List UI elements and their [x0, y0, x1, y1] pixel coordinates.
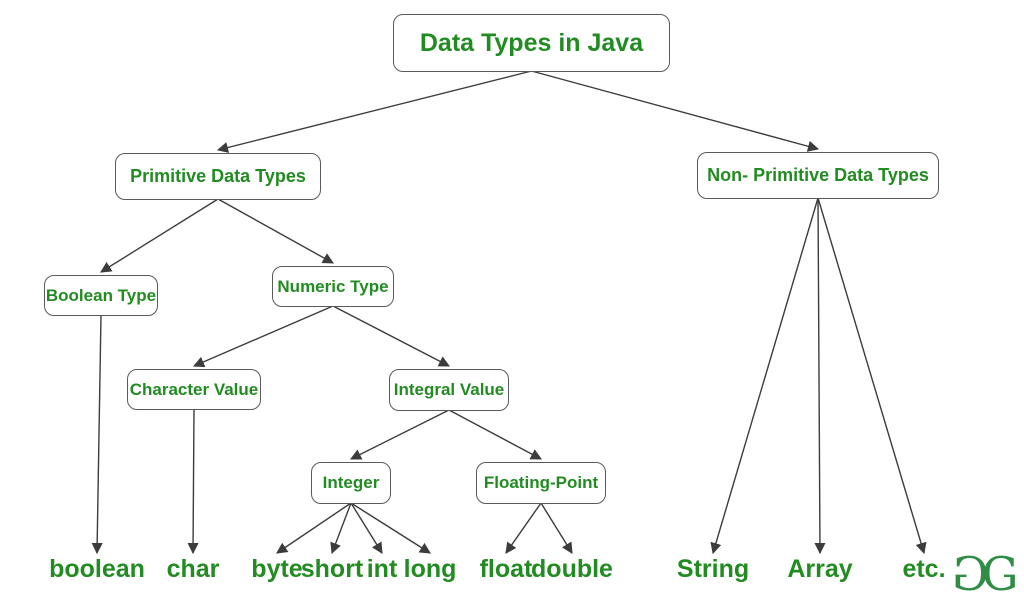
leaf-array: Array — [787, 555, 853, 583]
node-title-data-types-in-java: Data Types in Java — [393, 14, 670, 72]
node-boolean-type: Boolean Type — [44, 275, 158, 316]
geeksforgeeks-logo: G G — [952, 547, 1019, 601]
node-floating-point: Floating-Point — [476, 462, 606, 504]
leaf-char: char — [166, 555, 220, 583]
logo-g-glyph: G — [981, 547, 1019, 601]
leaf-float: float — [479, 555, 533, 583]
leaf-int: int — [366, 555, 398, 583]
logo-mirrored-g-glyph: G — [952, 547, 989, 601]
node-numeric-type: Numeric Type — [272, 266, 394, 307]
leaf-string: String — [676, 555, 750, 583]
node-character-value: Character Value — [127, 369, 261, 410]
node-primitive-data-types: Primitive Data Types — [115, 153, 321, 200]
leaf-short: short — [300, 555, 364, 583]
leaf-long: long — [403, 555, 457, 583]
leaf-etc: etc. — [902, 555, 946, 583]
leaf-double: double — [531, 555, 613, 583]
node-non-primitive-data-types: Non- Primitive Data Types — [697, 152, 939, 199]
leaf-boolean: boolean — [49, 555, 145, 583]
node-integral-value: Integral Value — [389, 369, 509, 411]
edge-lines — [91, 70, 927, 555]
node-integer: Integer — [311, 462, 391, 504]
leaf-byte: byte — [251, 555, 303, 583]
